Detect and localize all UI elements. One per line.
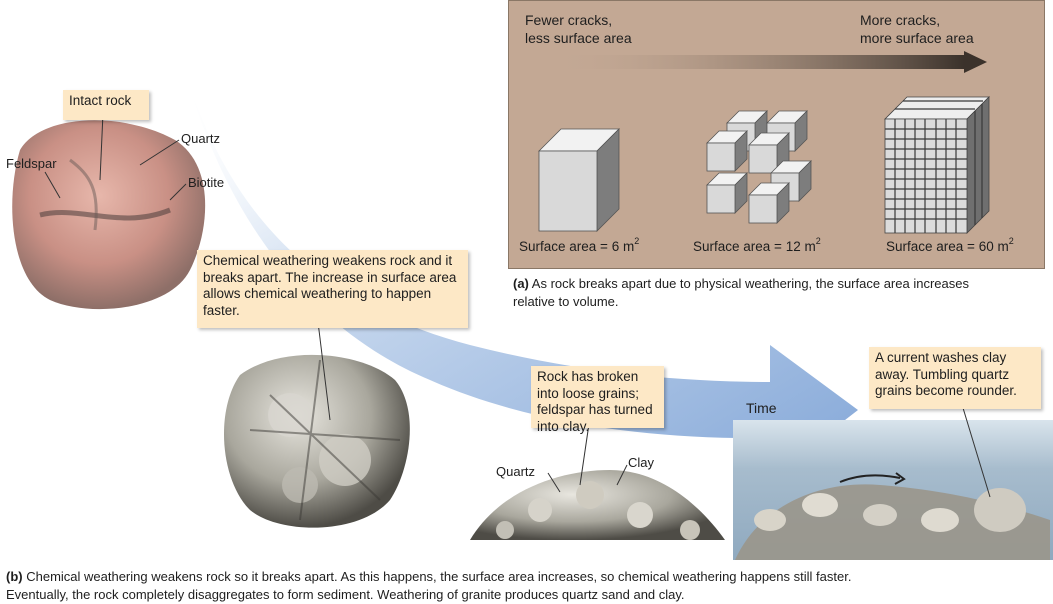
crumbling-rock bbox=[223, 354, 410, 528]
cube-eight bbox=[706, 110, 812, 224]
more-cracks-line2: more surface area bbox=[860, 30, 974, 46]
leader-lines bbox=[44, 112, 991, 498]
quartz-label: Quartz bbox=[181, 131, 221, 146]
time-arrow bbox=[190, 88, 858, 478]
caption-b-text1: Chemical weathering weakens rock so it b… bbox=[22, 569, 852, 584]
sediment bbox=[735, 472, 1050, 560]
caption-a-text: As rock breaks apart due to physical wea… bbox=[513, 276, 969, 309]
caption-b: (b) Chemical weathering weakens rock so … bbox=[6, 568, 1046, 604]
fewer-cracks-label: Fewer cracks, less surface area bbox=[525, 11, 632, 47]
feldspar-label: Feldspar bbox=[6, 156, 57, 171]
grain-pile bbox=[470, 470, 725, 540]
clay-label: Clay bbox=[628, 455, 655, 470]
intact-rock-label: Intact rock bbox=[63, 90, 149, 120]
surface-area-prefix: Surface area = bbox=[693, 239, 786, 254]
caption-b-line1: (b) Chemical weathering weakens rock so … bbox=[6, 568, 1046, 586]
biotite-label: Biotite bbox=[188, 175, 225, 190]
surface-area-prefix: Surface area = bbox=[519, 239, 612, 254]
surface-area-value: 12 m bbox=[785, 239, 816, 254]
loose-grains-callout: Rock has broken into loose grains; felds… bbox=[531, 366, 664, 434]
intact-rock bbox=[12, 120, 206, 310]
more-cracks-line1: More cracks, bbox=[860, 12, 941, 28]
surface-area-label-3: Surface area = 60 m2 bbox=[886, 236, 1014, 254]
quartz-grain-label: Quartz bbox=[496, 464, 536, 479]
fewer-cracks-line2: less surface area bbox=[525, 30, 632, 46]
current-callout: A current washes clay away. Tumbling qua… bbox=[869, 347, 1041, 409]
cracks-arrow-head bbox=[964, 51, 987, 73]
caption-b-line2: Eventually, the rock completely disaggre… bbox=[6, 587, 685, 602]
loose-grains-text: Rock has broken into loose grains; felds… bbox=[537, 369, 653, 434]
current-text: A current washes clay away. Tumbling qua… bbox=[875, 350, 1017, 398]
intact-rock-text: Intact rock bbox=[69, 93, 132, 108]
caption-a: (a) As rock breaks apart due to physical… bbox=[513, 275, 983, 311]
caption-a-tag: (a) bbox=[513, 276, 529, 291]
surface-area-prefix: Surface area = bbox=[886, 239, 979, 254]
chemical-weathering-callout: Chemical weathering weakens rock and it … bbox=[197, 250, 468, 328]
cube-many bbox=[884, 96, 990, 234]
chemical-weathering-text: Chemical weathering weakens rock and it … bbox=[203, 253, 457, 318]
surface-area-value: 6 m bbox=[611, 239, 635, 254]
time-label: Time bbox=[746, 400, 777, 416]
surface-area-label-1: Surface area = 6 m2 bbox=[519, 236, 640, 254]
surface-area-exponent: 2 bbox=[1008, 236, 1014, 246]
surface-area-label-2: Surface area = 12 m2 bbox=[693, 236, 821, 254]
cube-single bbox=[538, 128, 620, 232]
surface-area-panel: Fewer cracks, less surface area More cra… bbox=[508, 0, 1045, 269]
surface-area-value: 60 m bbox=[978, 239, 1009, 254]
more-cracks-label: More cracks, more surface area bbox=[860, 11, 974, 47]
caption-b-tag: (b) bbox=[6, 569, 23, 584]
surface-area-exponent: 2 bbox=[815, 236, 821, 246]
cracks-arrow bbox=[549, 55, 964, 69]
fewer-cracks-line1: Fewer cracks, bbox=[525, 12, 613, 28]
panel-a-graphics bbox=[538, 51, 990, 234]
surface-area-exponent: 2 bbox=[634, 236, 640, 246]
